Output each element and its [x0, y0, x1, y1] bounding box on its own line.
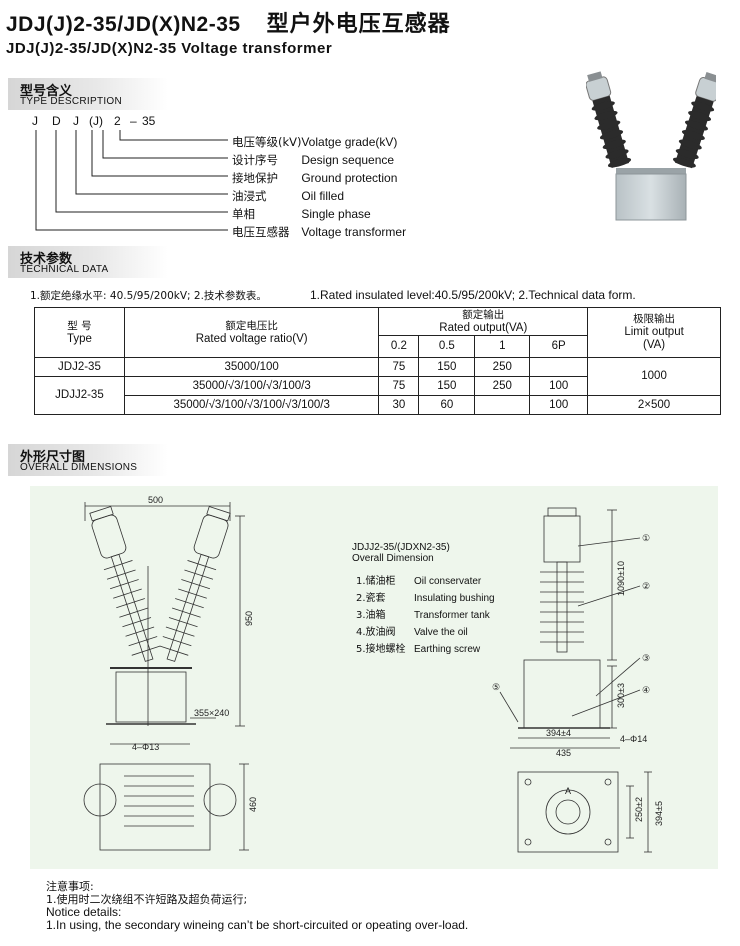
notice-item-cn: 1.使用时二次绕组不许短路及超负荷运行; — [46, 893, 248, 906]
class-header: 0.5 — [418, 335, 476, 358]
dim-label: 300±3 — [616, 683, 626, 708]
tech-note-en: 1.Rated insulated level:40.5/95/200kV; 2… — [310, 288, 636, 302]
legend-title: JDJJ2-35/(JDXN2-35) — [352, 542, 450, 553]
dimension-legend: JDJJ2-35/(JDXN2-35) Overall Dimension 1.… — [352, 542, 495, 655]
dim-label: 4–Φ13 — [132, 742, 159, 752]
callout: ① — [642, 533, 650, 543]
dim-label: 950 — [244, 611, 254, 626]
section-title-cn: 外形尺寸图 — [20, 450, 86, 465]
code-char: (J) — [89, 114, 103, 128]
table-row: JDJJ2-35 35000/√3/100/√3/100/3 75 150 25… — [34, 376, 721, 415]
notice-title-en: Notice details: — [46, 905, 122, 919]
code-char: J — [32, 114, 38, 128]
dimension-drawings: 500 950 355×240 4–Φ13 460 1090±10 300±3 … — [83, 495, 664, 853]
section-title-cn: 技术参数 — [20, 252, 73, 267]
page-subtitle: JDJ(J)2-35/JD(X)N2-35 Voltage transforme… — [6, 40, 333, 57]
legend-row: 电压等级(kV) Volatge grade(kV) — [232, 135, 398, 149]
notice-title-cn: 注意事项: — [46, 880, 94, 893]
notice: 注意事项: 1.使用时二次绕组不许短路及超负荷运行; Notice detail… — [46, 880, 468, 932]
class-header: 1 — [474, 335, 531, 358]
dim-label: 394±4 — [546, 728, 571, 738]
class-header: 6P — [529, 335, 589, 358]
type-code-brackets — [35, 130, 228, 231]
page-title: JDJ(J)2-35/JD(X)N2-35 型户外电压互感器 — [6, 6, 451, 38]
callout: ③ — [642, 653, 650, 663]
cn-title: 型户外电压互感器 — [266, 12, 451, 37]
model-title: JDJ(J)2-35/JD(X)N2-35 — [6, 13, 241, 36]
limit-value: 1000 — [587, 357, 721, 396]
code-char: – — [130, 114, 137, 128]
notice-item-en: 1.In using, the secondary wineing can’t … — [46, 918, 469, 932]
dim-label: 435 — [556, 748, 571, 758]
code-char: 35 — [142, 114, 156, 128]
table-row: 35000/√3/100/√3/100/√3/100/3 30 60 100 2… — [35, 395, 721, 415]
dim-label: 4–Φ14 — [620, 734, 647, 744]
dim-label: 355×240 — [194, 708, 229, 718]
dim-label: 460 — [248, 797, 258, 812]
type-section-header: 型号含义 TYPE DESCRIPTION — [8, 78, 168, 110]
legend-row: 接地保护 Ground protection — [232, 171, 398, 185]
dim-label: 394±5 — [654, 801, 664, 826]
class-header: 0.2 — [378, 335, 420, 358]
section-title-en: TECHNICAL DATA — [20, 264, 109, 275]
legend-row: 电压互感器 Voltage transformer — [232, 225, 407, 239]
callout: ② — [642, 581, 650, 591]
dim-label: 500 — [148, 495, 163, 505]
section-title-cn: 型号含义 — [20, 84, 73, 99]
callout: ④ — [642, 685, 650, 695]
legend-row: 设计序号 Design sequence — [232, 153, 395, 167]
dim-label: 1090±10 — [616, 561, 626, 596]
limit-value: 2×500 — [587, 395, 721, 415]
legend-row: 单相 Single phase — [232, 207, 371, 221]
legend-subtitle: Overall Dimension — [352, 553, 434, 564]
section-title-en: OVERALL DIMENSIONS — [20, 462, 138, 473]
callout: ⑤ — [492, 682, 500, 692]
tech-note: 1.额定绝缘水平: 40.5/95/200kV; 2.技术参数表。 1.Rate… — [30, 288, 636, 303]
code-char: 2 — [114, 114, 121, 128]
dim-label: 250±2 — [634, 797, 644, 822]
dim-label: A — [565, 786, 571, 796]
tech-section-header: 技术参数 TECHNICAL DATA — [8, 246, 168, 278]
dim-section-header: 外形尺寸图 OVERALL DIMENSIONS — [8, 444, 168, 476]
tech-note-cn: 1.额定绝缘水平: 40.5/95/200kV; 2.技术参数表。 — [30, 290, 267, 302]
code-char: D — [52, 114, 61, 128]
product-photo — [586, 71, 716, 221]
table-row: JDJ2-35 35000/100 75 150 250 1000 — [34, 357, 721, 396]
code-char: J — [73, 114, 79, 128]
legend-row: 油浸式 Oil filled — [232, 189, 345, 203]
dimension-drawing-panel: 500 950 355×240 4–Φ13 460 1090±10 300±3 … — [30, 486, 718, 869]
section-title-en: TYPE DESCRIPTION — [20, 96, 123, 107]
